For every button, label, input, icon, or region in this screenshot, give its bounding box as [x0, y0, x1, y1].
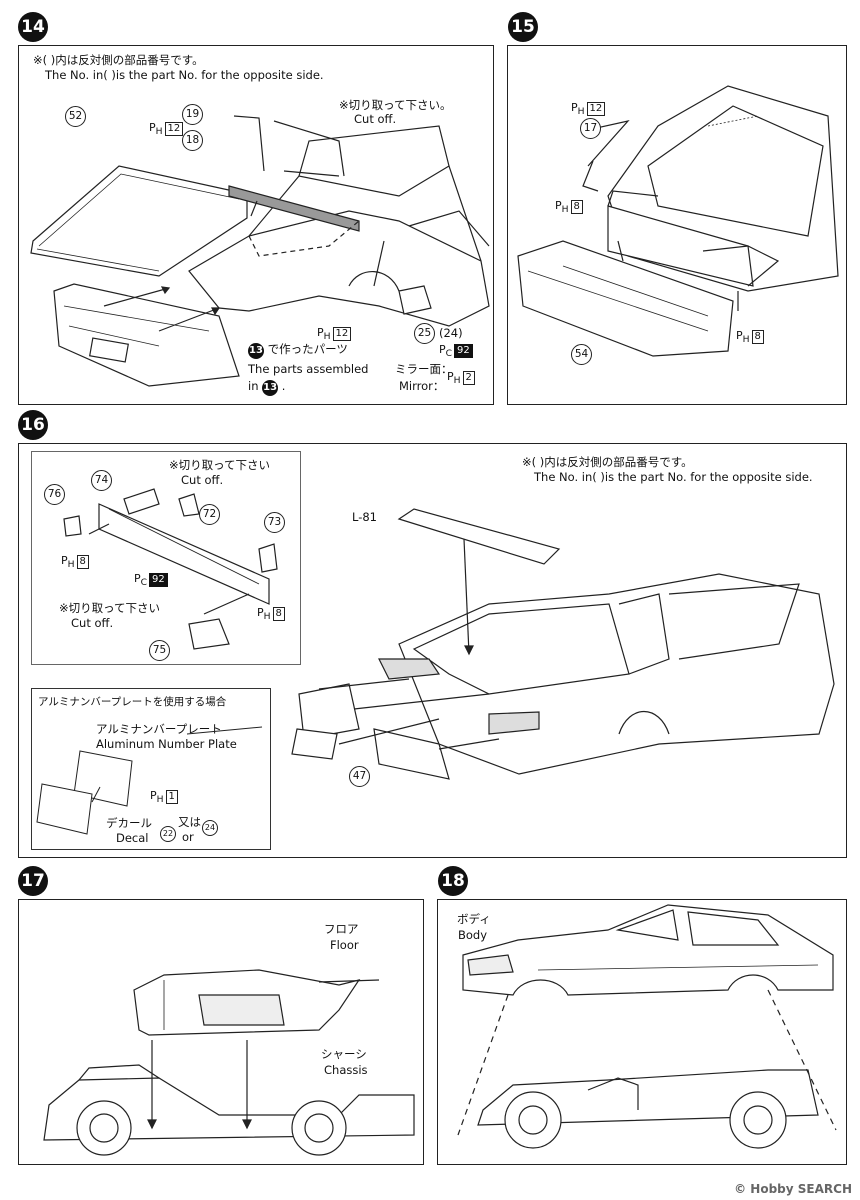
- body-label-en: Body: [458, 928, 488, 942]
- s16-cutoff-en-bottom: Cut off.: [71, 616, 114, 630]
- aluminum-plate-box: アルミナンバープレートを使用する場合 アルミナンバープレート Aluminum …: [31, 688, 271, 850]
- alu-plate-jp: アルミナンバープレート: [96, 722, 222, 736]
- part-81-label: L-81: [352, 510, 377, 524]
- part-19-callout: 19: [182, 104, 203, 125]
- part-22-callout: 22: [160, 826, 176, 842]
- step-17-illustration: [43, 969, 415, 1156]
- ref-13-badge: 13: [248, 343, 264, 359]
- s16-cutoff-jp-top: ※切り取って下さい: [169, 458, 271, 472]
- s16-note-en: The No. in( )is the part No. for the opp…: [534, 470, 813, 484]
- part-24-callout: 24: [202, 820, 218, 836]
- step-14-cutoff-en: Cut off.: [354, 112, 397, 126]
- part-52-callout: 52: [65, 106, 86, 127]
- step-14-assembled-line1: 13 で作ったパーツ: [248, 342, 348, 359]
- chassis-label-jp: シャーシ: [321, 1047, 367, 1061]
- floor-label-jp: フロア: [324, 922, 359, 936]
- s16-note-jp: ※( )内は反対側の部品番号です。: [522, 455, 693, 469]
- part-75-callout: 75: [149, 640, 170, 661]
- step-16-detail-frame: [31, 451, 301, 665]
- step-14-assembled-en2: in 13 .: [248, 379, 285, 396]
- part-25-callout: 25: [414, 323, 435, 344]
- part-73-callout: 73: [264, 512, 285, 533]
- s16-cutoff-en-top: Cut off.: [181, 473, 224, 487]
- step-14-panel: ※( )内は反対側の部品番号です。 The No. in( )is the pa…: [18, 45, 494, 405]
- step-18-panel: ボディ Body: [437, 899, 847, 1165]
- step-14-illustration: [30, 115, 490, 387]
- alu-plate-en: Aluminum Number Plate: [96, 737, 237, 751]
- step-16-illustration: [63, 488, 835, 780]
- step-16-badge: 16: [18, 410, 48, 440]
- part-72-callout: 72: [199, 504, 220, 525]
- part-47-callout: 47: [349, 766, 370, 787]
- step-17-panel: フロア Floor シャーシ Chassis: [18, 899, 424, 1165]
- step-14-note-jp: ※( )内は反対側の部品番号です。: [33, 53, 204, 67]
- decal-jp: デカール: [106, 816, 152, 830]
- s16-cutoff-jp-bottom: ※切り取って下さい: [59, 601, 161, 615]
- body-label-jp: ボディ: [457, 912, 491, 926]
- or-jp: 又は: [178, 815, 201, 829]
- step-15-illustration: [517, 85, 839, 357]
- step-17-badge: 17: [18, 866, 48, 896]
- step-14-badge: 14: [18, 12, 48, 42]
- alu-title: アルミナンバープレートを使用する場合: [38, 696, 227, 708]
- or-en: or: [182, 830, 194, 844]
- mirror-surface-en: Mirror：: [399, 379, 445, 393]
- part-76-callout: 76: [44, 484, 65, 505]
- part-24-paren: (24): [439, 326, 463, 340]
- part-74-callout: 74: [91, 470, 112, 491]
- step-14-cutoff-jp: ※切り取って下さい。: [339, 98, 452, 112]
- part-18-callout: 18: [182, 130, 203, 151]
- hobby-search-watermark: © Hobby SEARCH: [734, 1182, 852, 1196]
- part-17-callout: 17: [580, 118, 601, 139]
- step-18-illustration: [457, 904, 837, 1149]
- chassis-label-en: Chassis: [324, 1063, 368, 1077]
- step-15-badge: 15: [508, 12, 538, 42]
- step-14-assembled-en1: The parts assembled: [248, 362, 369, 376]
- decal-en: Decal: [116, 831, 149, 845]
- step-14-note-en: The No. in( )is the part No. for the opp…: [45, 68, 324, 82]
- step-18-badge: 18: [438, 866, 468, 896]
- mirror-surface-jp: ミラー面：: [395, 362, 453, 376]
- floor-label-en: Floor: [330, 938, 359, 952]
- part-54-callout: 54: [571, 344, 592, 365]
